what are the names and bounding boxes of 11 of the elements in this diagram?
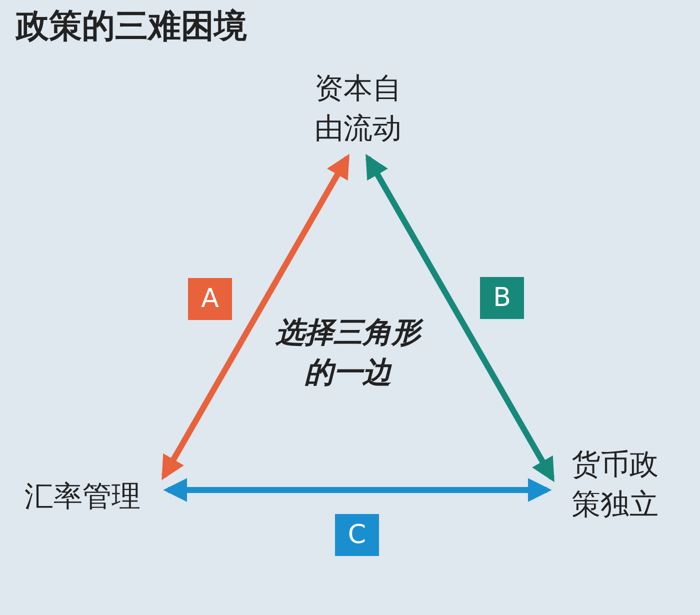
edge-label: C bbox=[335, 514, 379, 556]
title: 政策的三难困境 bbox=[16, 5, 247, 47]
node-text: 汇率管理 bbox=[10, 476, 155, 516]
double-arrow bbox=[365, 154, 555, 482]
edge-label: B bbox=[480, 277, 524, 319]
double-arrow bbox=[161, 154, 350, 480]
note-text: 选择三角形的一边 bbox=[268, 312, 428, 392]
node-text: 货币政策独立 bbox=[558, 444, 672, 524]
node-text: 资本自由流动 bbox=[303, 68, 413, 148]
edge-label: A bbox=[188, 278, 232, 320]
double-arrow bbox=[163, 478, 552, 502]
